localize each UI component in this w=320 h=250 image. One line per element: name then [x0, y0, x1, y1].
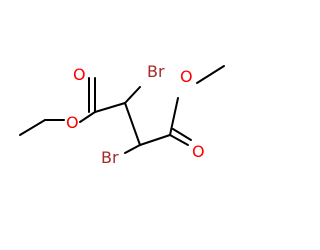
atom-br-bottom: Br	[101, 148, 119, 167]
atom-o-carbonyl-left: O	[73, 65, 86, 84]
bond-o-methyl	[196, 65, 225, 84]
atom-br-top: Br	[147, 62, 165, 81]
bond-c1-c2	[94, 102, 126, 113]
bonds	[19, 65, 225, 154]
bond-o-carbonyl-left	[79, 111, 96, 123]
chemical-structure: O O Br Br O O	[19, 62, 225, 167]
bond-c3-br	[124, 144, 141, 154]
bond-c4-o	[169, 97, 179, 136]
atom-o-ether-right: O	[180, 67, 193, 86]
bond-double-co-right-b	[172, 128, 192, 141]
bond-ethyl-ch3-ch2	[19, 119, 46, 136]
bond-double-co-right-a	[169, 134, 189, 146]
atom-o-ether-left: O	[66, 113, 79, 132]
atom-o-carbonyl-right: O	[192, 142, 205, 161]
bond-c3-c4	[139, 134, 171, 146]
bond-c2-c3	[124, 102, 141, 146]
bond-c2-br	[124, 86, 141, 104]
atom-labels: O O Br Br O O	[66, 62, 205, 167]
